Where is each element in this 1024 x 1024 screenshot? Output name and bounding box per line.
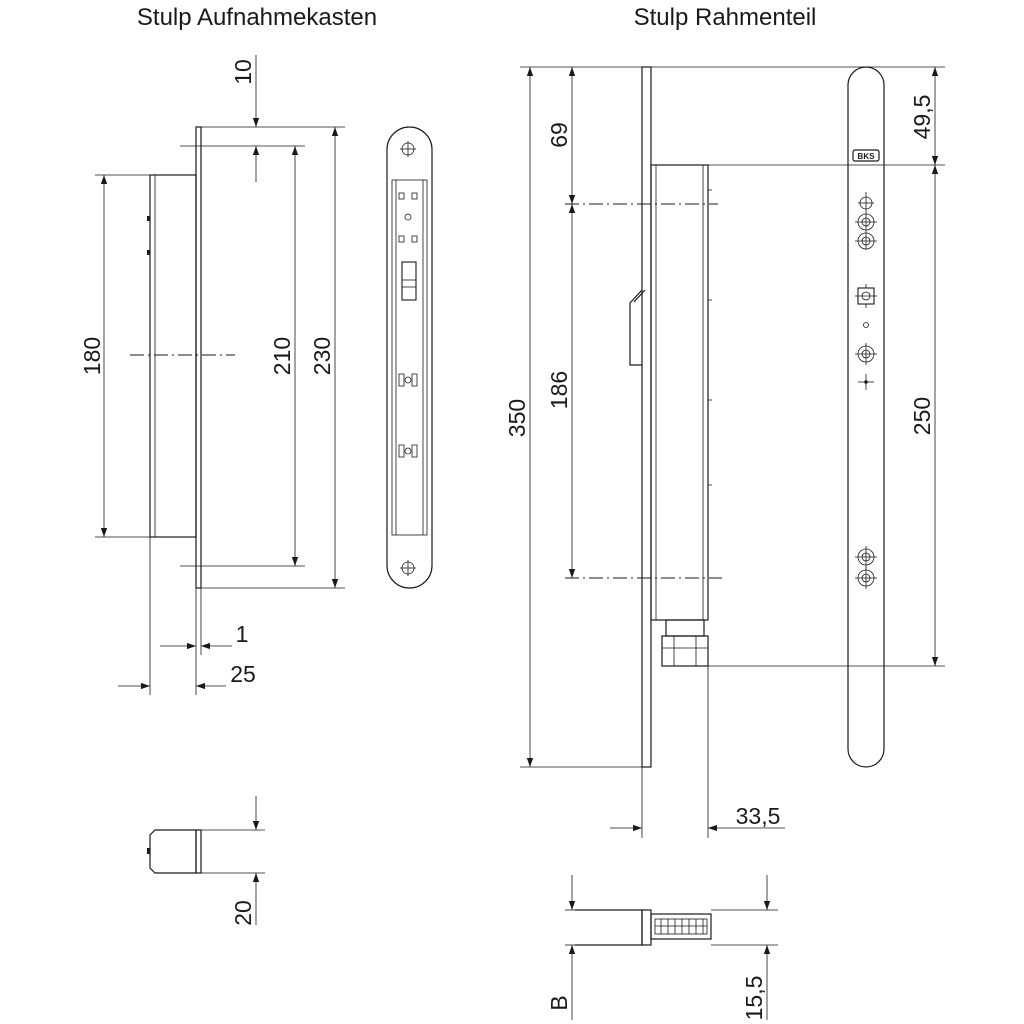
aufnahmekasten-side-view <box>130 126 235 589</box>
bks-logo <box>852 149 880 162</box>
dim-33-5: 33,5 <box>610 803 785 832</box>
dim-180-label: 180 <box>79 337 105 375</box>
dim-350-label: 350 <box>504 399 530 437</box>
dim-69: 69 <box>546 67 576 204</box>
rahmenteil-bottom-view <box>565 909 778 946</box>
rahmenteil-extension-lines <box>520 66 945 838</box>
dim-10-label: 10 <box>230 59 256 85</box>
aufnahmekasten-bottom-view <box>147 829 265 874</box>
dim-230: 230 <box>309 127 339 588</box>
dim-186-label: 186 <box>546 371 572 409</box>
dim-33-5-label: 33,5 <box>736 803 781 829</box>
dim-25-label: 25 <box>230 661 256 687</box>
aufnahmekasten-extension-lines <box>95 126 345 695</box>
dim-1-label: 1 <box>236 621 249 647</box>
dim-210: 210 <box>269 146 299 566</box>
dim-49-5-label: 49,5 <box>909 95 935 140</box>
rahmenteil-front-view: BKS <box>847 66 885 768</box>
dim-1: 1 <box>160 621 249 650</box>
dim-b-label: B <box>546 995 572 1010</box>
dim-15-5-label: 15,5 <box>741 976 767 1021</box>
dim-230-label: 230 <box>309 337 335 375</box>
dim-186: 186 <box>546 204 576 578</box>
dim-180: 180 <box>79 175 108 537</box>
dim-10: 10 <box>230 55 260 182</box>
dim-25: 25 <box>118 661 256 690</box>
dim-250: 250 <box>909 165 939 666</box>
bks-logo-text: BKS <box>858 152 876 161</box>
aufnahmekasten-front-view <box>386 126 433 589</box>
dim-49-5: 49,5 <box>909 67 939 165</box>
title-aufnahmekasten: Stulp Aufnahmekasten <box>137 4 377 31</box>
dim-350: 350 <box>504 67 534 767</box>
rahmenteil-side-view <box>565 66 722 768</box>
dim-250-label: 250 <box>909 397 935 435</box>
title-rahmenteil: Stulp Rahmenteil <box>634 4 817 31</box>
dim-210-label: 210 <box>269 337 295 375</box>
dim-69-label: 69 <box>546 122 572 148</box>
dim-20-label: 20 <box>230 900 256 926</box>
dim-b: B <box>546 875 576 1020</box>
dim-20: 20 <box>230 796 260 926</box>
dim-15-5: 15,5 <box>741 875 771 1021</box>
